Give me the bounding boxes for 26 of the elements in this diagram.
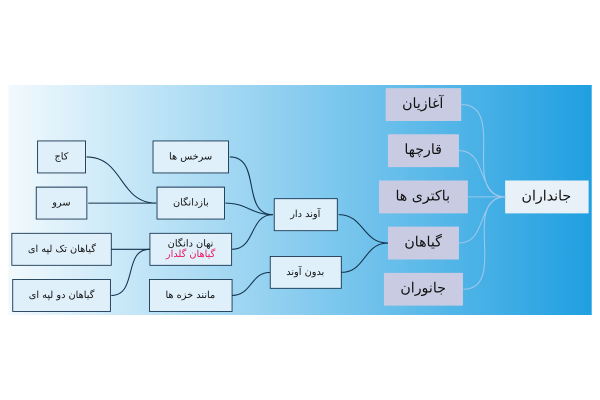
connector (463, 196, 506, 290)
node-box: قارچها (388, 134, 459, 168)
node-box: بازدانگان (156, 186, 225, 220)
connector (232, 214, 273, 250)
node-box: آغازیان (386, 88, 462, 121)
node-box: آوند دار (274, 198, 338, 232)
node-box: مانند خزه ها (149, 279, 232, 312)
connector (88, 202, 156, 204)
node-box: جانوران (384, 272, 463, 306)
node-box: سرخس ها (152, 140, 229, 174)
connector (86, 156, 156, 204)
node-box: کاج (37, 140, 86, 174)
node-box: گیاهان دو لپه ای (12, 279, 111, 312)
node-box: جانداران (505, 180, 589, 214)
node-box: گیاهان (388, 226, 459, 260)
connector (225, 202, 273, 216)
node-box: سرو (36, 186, 88, 220)
node-box: گیاهان تک لپه ای (11, 232, 112, 266)
connector (232, 272, 270, 296)
node-box: باکتری ها (379, 180, 468, 214)
connector (341, 242, 388, 273)
node-box: نهان دانگان گیاهان گلدار (149, 232, 232, 266)
node-box: بدون آوند (270, 256, 342, 289)
connector (462, 104, 506, 198)
connector (111, 248, 150, 296)
connector (458, 150, 506, 198)
